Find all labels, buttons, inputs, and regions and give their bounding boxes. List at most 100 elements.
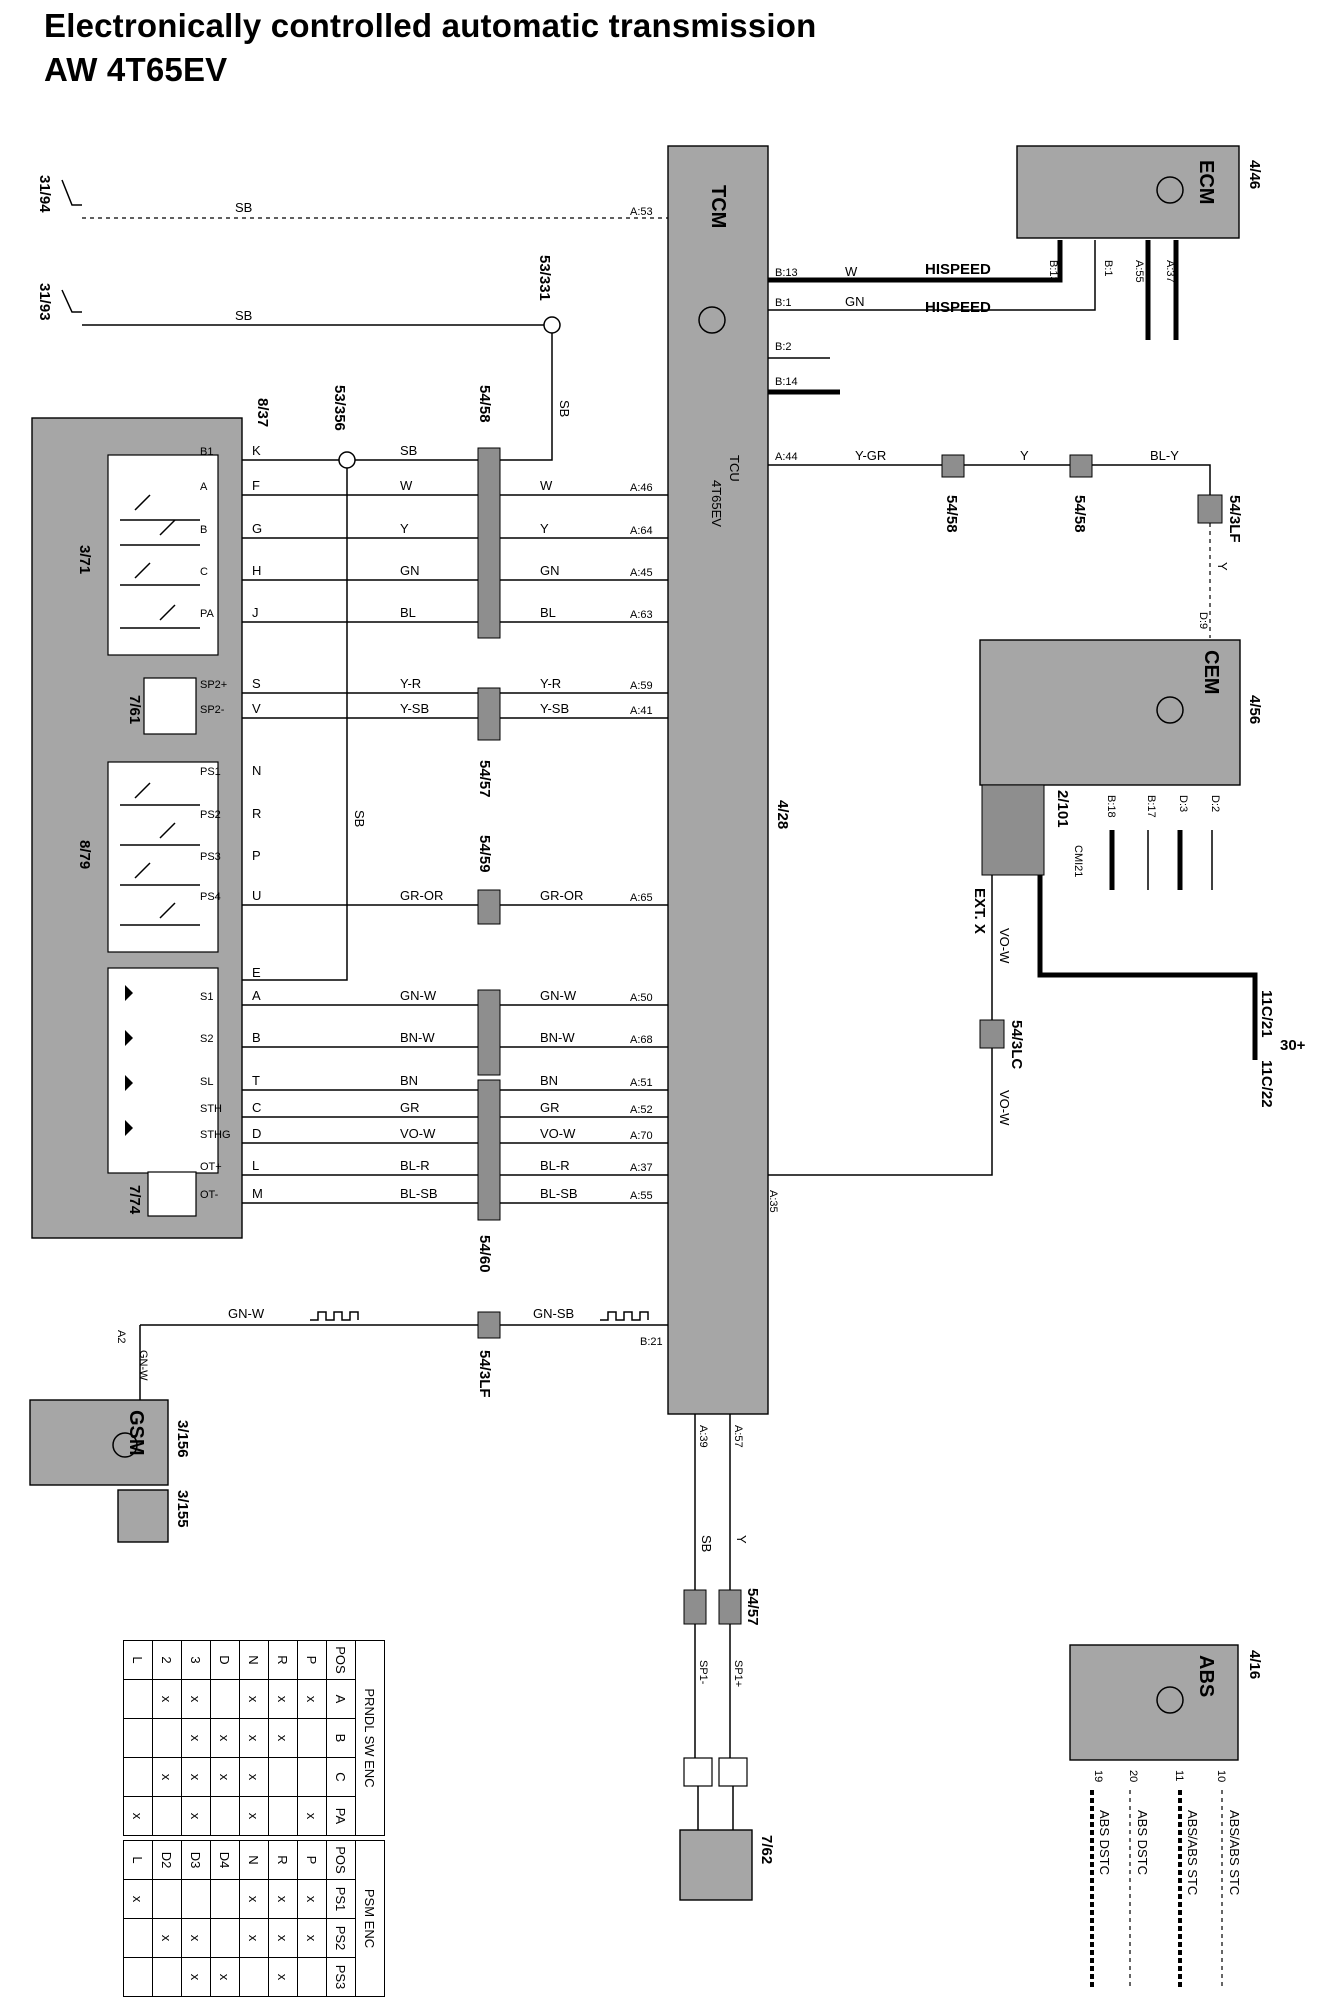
table-cell: x	[297, 1879, 327, 1919]
table-cell: x	[239, 1879, 269, 1919]
abs-pin-19: 19	[1092, 1770, 1104, 1782]
table-cell: R	[268, 1640, 298, 1680]
wire-label-gn-hs: GN	[845, 294, 865, 309]
table-cell: x	[181, 1918, 211, 1958]
wire-label-right: Y-R	[540, 676, 561, 691]
pin-a44: A:44	[775, 451, 798, 463]
pin-d2: D:2	[1209, 795, 1221, 812]
switch-pin-label: S2	[200, 1033, 213, 1045]
table-cell: x	[239, 1918, 269, 1958]
pulse-icon-1	[310, 1311, 359, 1321]
wire-label-right: BL-SB	[540, 1186, 578, 1201]
switch-block-3-71	[107, 454, 219, 656]
sensor-7-62[interactable]	[679, 1829, 753, 1901]
wire-label-sp1p: SP1+	[732, 1660, 744, 1687]
table-cell: x	[268, 1679, 298, 1719]
wire-label-gsm-down: GN-W	[137, 1350, 149, 1381]
module-7-61-id: 7/61	[126, 695, 143, 724]
gsm-module[interactable]	[29, 1399, 169, 1486]
table-cell: L	[123, 1840, 153, 1880]
switch-pin-label: PS3	[200, 851, 221, 863]
pin-letter: J	[252, 605, 259, 620]
table-cell	[297, 1957, 327, 1997]
wire-label-bly: BL-Y	[1150, 448, 1179, 463]
pin-a35: A:35	[767, 1190, 779, 1213]
table-cell: x	[268, 1718, 298, 1758]
pin-letter: G	[252, 521, 262, 536]
tcm-pin-label: A:64	[630, 525, 653, 537]
abs-module[interactable]	[1069, 1644, 1239, 1761]
table-cell: x	[297, 1679, 327, 1719]
pin-b1: B:1	[775, 297, 792, 309]
table-cell: x	[210, 1957, 240, 1997]
ground-31-94: 31/94	[36, 175, 53, 213]
wire-label-right: GN-W	[540, 988, 577, 1003]
sensor-7-74	[147, 1171, 197, 1217]
wire-label-left: GR	[400, 1100, 420, 1115]
table-cell: x	[210, 1718, 240, 1758]
wire-label-right: GR	[540, 1100, 560, 1115]
pin-letter: A	[252, 988, 261, 1003]
cem-wires-thin	[1147, 830, 1213, 890]
table-title: PSM ENC	[355, 1840, 385, 1997]
pin-box-2	[683, 1757, 713, 1787]
pin-letter: P	[252, 848, 261, 863]
wire-label-right: GR-OR	[540, 888, 583, 903]
connector-54-58-b	[941, 454, 965, 478]
pin-a57: A:57	[732, 1425, 744, 1448]
cem-k-icon	[1156, 696, 1184, 724]
pin-b17: B:17	[1145, 795, 1157, 818]
ecm-module[interactable]	[1016, 145, 1240, 239]
table-cell: D2	[152, 1840, 182, 1880]
connector-label-11c22: 11C/22	[1258, 1060, 1275, 1108]
table-cell	[297, 1718, 327, 1758]
tcm-label: TCM	[707, 185, 729, 228]
ext-x-label: EXT. X	[971, 888, 988, 934]
sensor-7-61	[143, 677, 197, 735]
module-8-79-id: 8/79	[76, 840, 93, 869]
table-cell: x	[123, 1796, 153, 1836]
pin-b14: B:14	[775, 376, 798, 388]
table-cell: D4	[210, 1840, 240, 1880]
table-header-cell: C	[326, 1757, 356, 1797]
abs-line-3: ABS DSTC	[1135, 1810, 1150, 1875]
table-cell	[152, 1796, 182, 1836]
switch-pin-label: C	[200, 566, 208, 578]
wire-a44	[768, 464, 1211, 495]
connector-label-54-57: 54/57	[476, 760, 493, 798]
module-7-74-id: 7/74	[126, 1185, 143, 1215]
table-cell: D3	[181, 1840, 211, 1880]
tcm-pin-label: A:65	[630, 892, 653, 904]
tcm-sub1: 4T65EV	[709, 480, 724, 527]
hispeed-label-1: HISPEED	[925, 261, 991, 278]
tcm-module[interactable]	[667, 145, 769, 1415]
tcm-pin-label: A:37	[630, 1162, 653, 1174]
connector-54-57	[477, 687, 501, 741]
switch-contacts	[120, 494, 200, 926]
splice-label-53-331: 53/331	[536, 255, 553, 301]
table-cell: P	[297, 1840, 327, 1880]
table-cell: R	[268, 1840, 298, 1880]
switch-pin-label: SP2+	[200, 679, 227, 691]
cem-module[interactable]	[979, 639, 1241, 786]
sensor-7-62-id: 7/62	[758, 1835, 775, 1864]
connector-54-59	[477, 889, 501, 925]
module-8-37-id: 8/37	[254, 398, 271, 427]
solenoid-icons	[125, 985, 133, 1136]
table-cell	[268, 1796, 298, 1836]
table-cell: x	[123, 1879, 153, 1919]
pin-letter: R	[252, 806, 261, 821]
table-cell	[123, 1679, 153, 1719]
module-3-155	[117, 1489, 169, 1543]
table-header-cell: PA	[326, 1796, 356, 1836]
connector-54-3lc	[979, 1019, 1005, 1049]
switch-pin-label: PS1	[200, 766, 221, 778]
abs-pin-20: 20	[1127, 1770, 1139, 1782]
